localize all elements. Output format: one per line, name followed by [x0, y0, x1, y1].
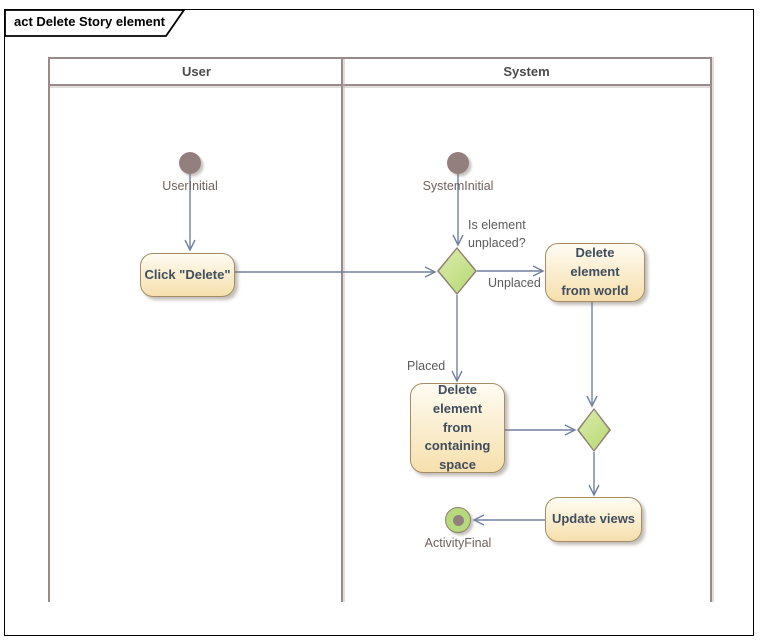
action-update-views[interactable]: Update views [545, 497, 642, 542]
action-click-delete[interactable]: Click "Delete" [140, 253, 235, 297]
guard-label-unplaced: Unplaced [488, 276, 541, 290]
initial-node-system[interactable] [447, 152, 469, 174]
frame-tab-shape [4, 9, 186, 37]
activity-final-node[interactable] [445, 507, 471, 533]
diagram-frame [4, 9, 754, 636]
swimlane-header-row: User System [50, 59, 710, 86]
frame-title-tab [4, 9, 186, 37]
action-delete-element-from-world-label: Delete element from world [561, 245, 629, 298]
action-delete-element-from-world[interactable]: Delete element from world [545, 243, 645, 302]
guard-label-placed: Placed [407, 359, 446, 373]
swimlane-container: User System [48, 57, 712, 602]
action-delete-element-from-containing-space-label: Delete element from containing space [424, 381, 491, 473]
action-click-delete-label: Click "Delete" [144, 266, 231, 282]
lane-header-user[interactable]: User [182, 64, 211, 79]
lane-divider [341, 59, 343, 602]
initial-node-system-label: SystemInitial [422, 179, 494, 193]
activity-final-label: ActivityFinal [424, 536, 492, 550]
initial-node-user[interactable] [179, 152, 201, 174]
lane-header-system[interactable]: System [503, 64, 550, 79]
action-update-views-label: Update views [551, 511, 636, 527]
diagram-title: act Delete Story element [14, 14, 166, 29]
action-delete-element-from-containing-space[interactable]: Delete element from containing space [410, 381, 505, 473]
initial-node-user-label: UserInitial [162, 179, 218, 193]
decision-guard-question: Is element unplaced? [468, 218, 526, 250]
activity-final-node-dot [452, 514, 464, 526]
